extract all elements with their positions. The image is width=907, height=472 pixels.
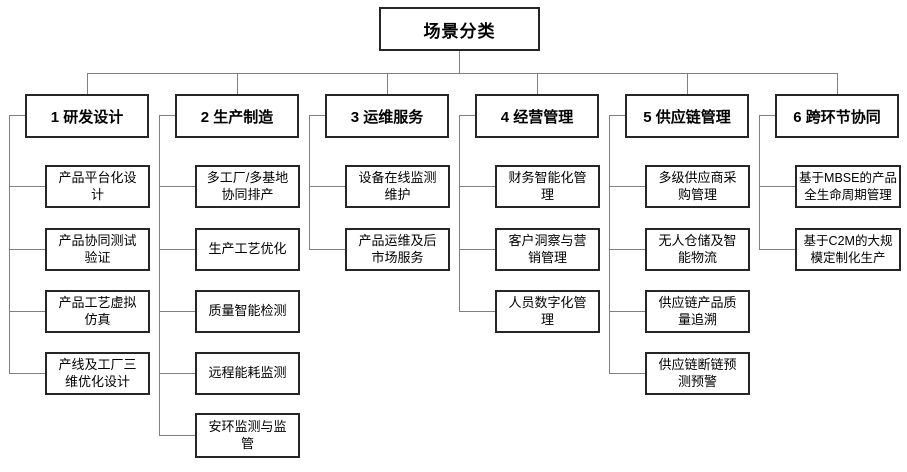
connector-col3-item1-stub bbox=[309, 186, 345, 187]
leaf-smart-finance-mgmt: 财务智能化管理 bbox=[495, 165, 600, 208]
connector-header1-stub bbox=[87, 73, 88, 94]
leaf-process-optimization: 生产工艺优化 bbox=[195, 228, 300, 271]
connector-col2-header-stub bbox=[159, 115, 175, 116]
leaf-factory-3d-optimization: 产线及工厂三维优化设计 bbox=[45, 352, 150, 395]
connector-col3-item2-stub bbox=[309, 249, 345, 250]
category-header-business-mgmt: 4 经营管理 bbox=[475, 94, 599, 138]
leaf-aftermarket-service: 产品运维及后市场服务 bbox=[345, 228, 450, 271]
leaf-multi-tier-supplier-procurement: 多级供应商采购管理 bbox=[645, 165, 750, 208]
connector-header4-stub bbox=[537, 73, 538, 94]
connector-col6-item1-stub bbox=[759, 186, 795, 187]
connector-col4-bracket bbox=[459, 115, 460, 312]
connector-col4-item2-stub bbox=[459, 249, 495, 250]
connector-col5-item1-stub bbox=[609, 186, 645, 187]
connector-col6-header-stub bbox=[759, 115, 775, 116]
connector-col2-item2-stub bbox=[159, 249, 195, 250]
connector-col1-header-stub bbox=[9, 115, 25, 116]
connector-col3-bracket bbox=[309, 115, 310, 250]
connector-col5-item4-stub bbox=[609, 373, 645, 374]
leaf-equipment-online-monitoring: 设备在线监测维护 bbox=[345, 165, 450, 208]
connector-col1-item1-stub bbox=[9, 186, 45, 187]
leaf-product-collab-test: 产品协同测试验证 bbox=[45, 228, 150, 271]
leaf-unmanned-warehouse-logistics: 无人仓储及智能物流 bbox=[645, 228, 750, 271]
connector-col4-header-stub bbox=[459, 115, 475, 116]
leaf-multi-factory-scheduling: 多工厂/多基地协同排产 bbox=[195, 165, 300, 208]
connector-col2-item1-stub bbox=[159, 186, 195, 187]
leaf-mbse-lifecycle-mgmt: 基于MBSE的产品全生命周期管理 bbox=[795, 165, 901, 208]
connector-root-stub bbox=[459, 51, 460, 73]
connector-col4-item3-stub bbox=[459, 311, 495, 312]
category-header-rd-design: 1 研发设计 bbox=[25, 94, 149, 138]
connector-col1-item4-stub bbox=[9, 373, 45, 374]
category-header-cross-link: 6 跨环节协同 bbox=[775, 94, 899, 138]
leaf-personnel-digital-mgmt: 人员数字化管理 bbox=[495, 290, 600, 333]
connector-col5-bracket bbox=[609, 115, 610, 374]
connector-col1-item3-stub bbox=[9, 311, 45, 312]
connector-col6-bracket bbox=[759, 115, 760, 250]
connector-col1-bracket bbox=[9, 115, 10, 374]
connector-col2-item3-stub bbox=[159, 311, 195, 312]
leaf-supply-chain-quality-trace: 供应链产品质量追溯 bbox=[645, 290, 750, 333]
leaf-product-platform-design: 产品平台化设计 bbox=[45, 165, 150, 208]
connector-col5-header-stub bbox=[609, 115, 625, 116]
category-header-production: 2 生产制造 bbox=[175, 94, 299, 138]
connector-col2-bracket bbox=[159, 115, 160, 436]
connector-header2-stub bbox=[237, 73, 238, 94]
connector-header5-stub bbox=[687, 73, 688, 94]
connector-col4-item1-stub bbox=[459, 186, 495, 187]
connector-level1-hline bbox=[87, 73, 838, 74]
leaf-c2m-mass-customization: 基于C2M的大规模定制化生产 bbox=[795, 228, 901, 271]
leaf-process-virtual-simulation: 产品工艺虚拟仿真 bbox=[45, 290, 150, 333]
connector-col2-item4-stub bbox=[159, 373, 195, 374]
root-node-scene-classification: 场景分类 bbox=[379, 7, 540, 51]
leaf-safety-env-monitoring: 安环监测与监管 bbox=[195, 413, 300, 458]
leaf-customer-insight-marketing: 客户洞察与营销管理 bbox=[495, 228, 600, 271]
connector-col5-item2-stub bbox=[609, 249, 645, 250]
connector-col5-item3-stub bbox=[609, 311, 645, 312]
connector-col1-item2-stub bbox=[9, 249, 45, 250]
leaf-remote-energy-monitoring: 远程能耗监测 bbox=[195, 352, 300, 395]
connector-col6-item2-stub bbox=[759, 249, 795, 250]
connector-col3-header-stub bbox=[309, 115, 325, 116]
category-header-operation-service: 3 运维服务 bbox=[325, 94, 449, 138]
leaf-quality-smart-inspection: 质量智能检测 bbox=[195, 290, 300, 333]
connector-header6-stub bbox=[837, 73, 838, 94]
connector-header3-stub bbox=[387, 73, 388, 94]
connector-col2-item5-stub bbox=[159, 435, 195, 436]
category-header-supply-chain: 5 供应链管理 bbox=[625, 94, 749, 138]
leaf-supply-chain-disruption-warning: 供应链断链预测预警 bbox=[645, 352, 750, 395]
